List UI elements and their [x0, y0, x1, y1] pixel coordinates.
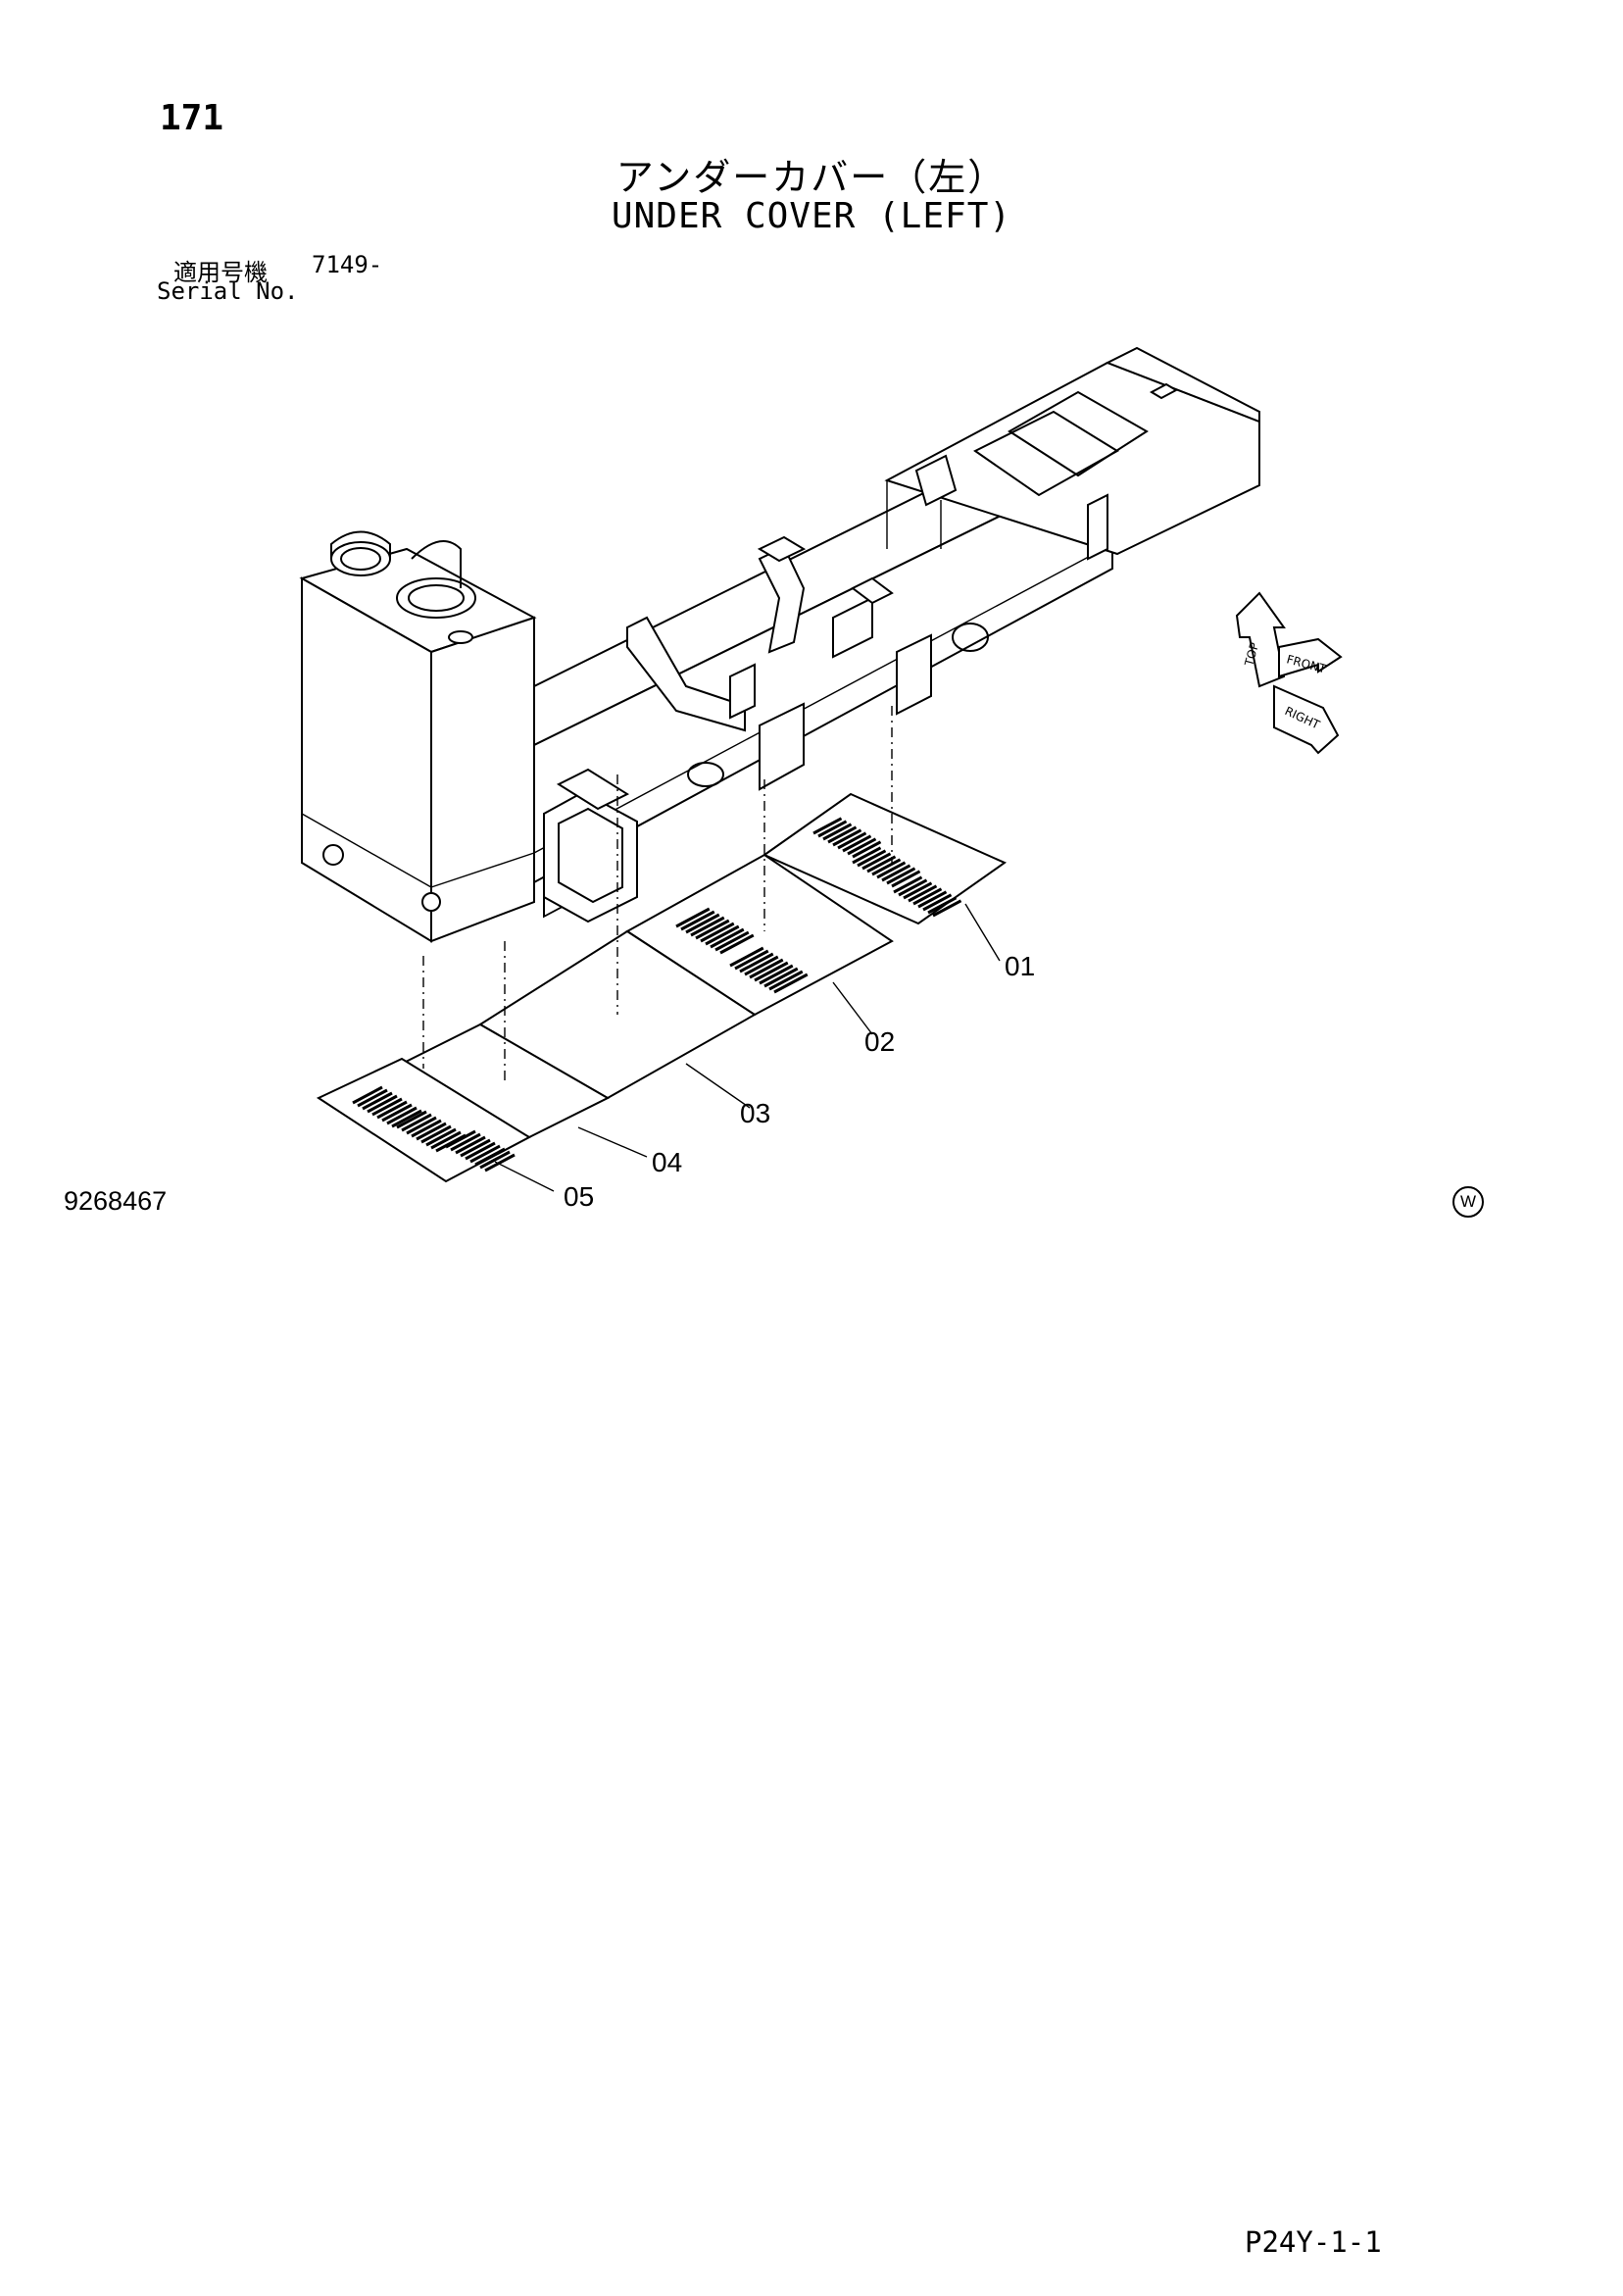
callout-labels: 01 02 03 04 05 — [564, 951, 1035, 1212]
vent-slot — [861, 852, 892, 871]
vent-slot — [922, 893, 953, 912]
vent-slot — [739, 952, 774, 973]
vent-slot — [406, 1116, 437, 1135]
vent-slot — [729, 946, 764, 968]
callout-02: 02 — [864, 1026, 895, 1057]
serial-label-japanese: 適用号機 — [173, 259, 268, 286]
vent-slot — [759, 964, 794, 985]
upper-frame-drawing — [299, 346, 1260, 943]
vent-slot — [386, 1106, 418, 1125]
vent-slot — [362, 1091, 393, 1111]
vent-slot — [744, 955, 779, 976]
vent-slot — [754, 961, 789, 982]
vent-slot — [822, 823, 853, 841]
vent-slots — [352, 817, 962, 1173]
vent-slot — [917, 890, 948, 909]
vent-slot — [376, 1100, 408, 1120]
front-platform — [884, 346, 1260, 561]
vent-slot — [484, 1153, 516, 1173]
vent-slot — [710, 927, 745, 949]
vent-slot — [866, 855, 897, 873]
vent-slot — [842, 834, 872, 853]
vent-slot — [455, 1135, 486, 1155]
vent-slot — [474, 1147, 506, 1167]
vent-slot — [445, 1129, 476, 1149]
vent-slot — [837, 831, 867, 850]
cross-members — [556, 535, 894, 811]
vent-slot — [371, 1097, 403, 1117]
vent-slot — [908, 884, 938, 903]
vent-slot — [411, 1119, 442, 1138]
callout-05: 05 — [564, 1181, 594, 1212]
drawing-number: 9268467 — [64, 1186, 168, 1216]
vent-slot — [450, 1132, 481, 1152]
vent-slot — [381, 1103, 413, 1123]
vent-slot — [460, 1138, 491, 1158]
sheet-id: P24Y-1-1 — [1245, 2225, 1382, 2259]
vent-slot — [416, 1122, 447, 1141]
serial-label-english: Serial No. — [157, 277, 299, 305]
vent-slot — [768, 970, 804, 991]
page-title-english: UNDER COVER (LEFT) — [611, 196, 1012, 236]
vent-slot — [847, 837, 877, 856]
callout-04: 04 — [652, 1147, 682, 1177]
vent-slot — [367, 1094, 398, 1114]
vent-slot — [396, 1110, 427, 1129]
vent-slot — [763, 967, 799, 988]
vent-slot — [719, 933, 755, 955]
vent-slot — [401, 1113, 432, 1132]
vent-slot — [700, 922, 735, 943]
vent-slot — [773, 973, 809, 994]
vent-slot — [695, 919, 730, 940]
vent-slot — [876, 861, 907, 879]
vent-slot — [357, 1088, 388, 1108]
vent-slot — [352, 1085, 383, 1105]
vent-slot — [857, 849, 887, 868]
page-title-japanese: アンダーカバー（左） — [615, 156, 1008, 199]
vent-slot — [832, 828, 862, 847]
vent-slot — [749, 958, 784, 979]
vent-slot — [690, 916, 725, 937]
callout-03: 03 — [740, 1098, 770, 1128]
callout-01: 01 — [1005, 951, 1035, 981]
callout-leader-lines — [494, 903, 1001, 1192]
tank-box — [299, 530, 537, 943]
serial-number-value: 7149- — [312, 251, 383, 278]
vent-slot — [469, 1144, 501, 1164]
brand-mark-icon: W — [1452, 1186, 1484, 1218]
vent-slot — [898, 878, 928, 897]
vent-slot — [420, 1124, 452, 1144]
vent-slot — [685, 913, 720, 934]
vent-slot — [891, 870, 921, 888]
vent-slot — [852, 846, 882, 865]
vent-slot — [932, 899, 962, 918]
vent-slot — [734, 949, 769, 971]
orientation-label-top: TOP — [1242, 641, 1261, 669]
vent-slot — [893, 875, 923, 894]
vent-slot — [705, 924, 740, 946]
vent-slot — [827, 825, 858, 844]
vent-slot — [680, 910, 715, 931]
vent-slot — [871, 858, 902, 876]
vent-slot — [927, 896, 958, 915]
vent-slot — [391, 1109, 422, 1128]
orientation-indicator: TOP FRONT RIGHT — [1235, 591, 1343, 755]
vent-slot — [465, 1141, 496, 1161]
vent-slot — [912, 887, 943, 906]
assembly-center-lines — [422, 706, 893, 1083]
vent-slot — [903, 881, 933, 900]
vent-slot — [425, 1127, 457, 1147]
vent-slot — [714, 930, 750, 952]
vent-slot — [675, 907, 711, 928]
vent-slot — [479, 1150, 511, 1170]
vent-slot — [881, 864, 911, 882]
vent-slot — [852, 840, 882, 859]
vent-slot — [817, 820, 848, 838]
vent-slot — [812, 817, 843, 835]
vent-slot — [886, 867, 916, 885]
page-number: 171 — [160, 98, 224, 138]
vent-slot — [430, 1130, 462, 1150]
